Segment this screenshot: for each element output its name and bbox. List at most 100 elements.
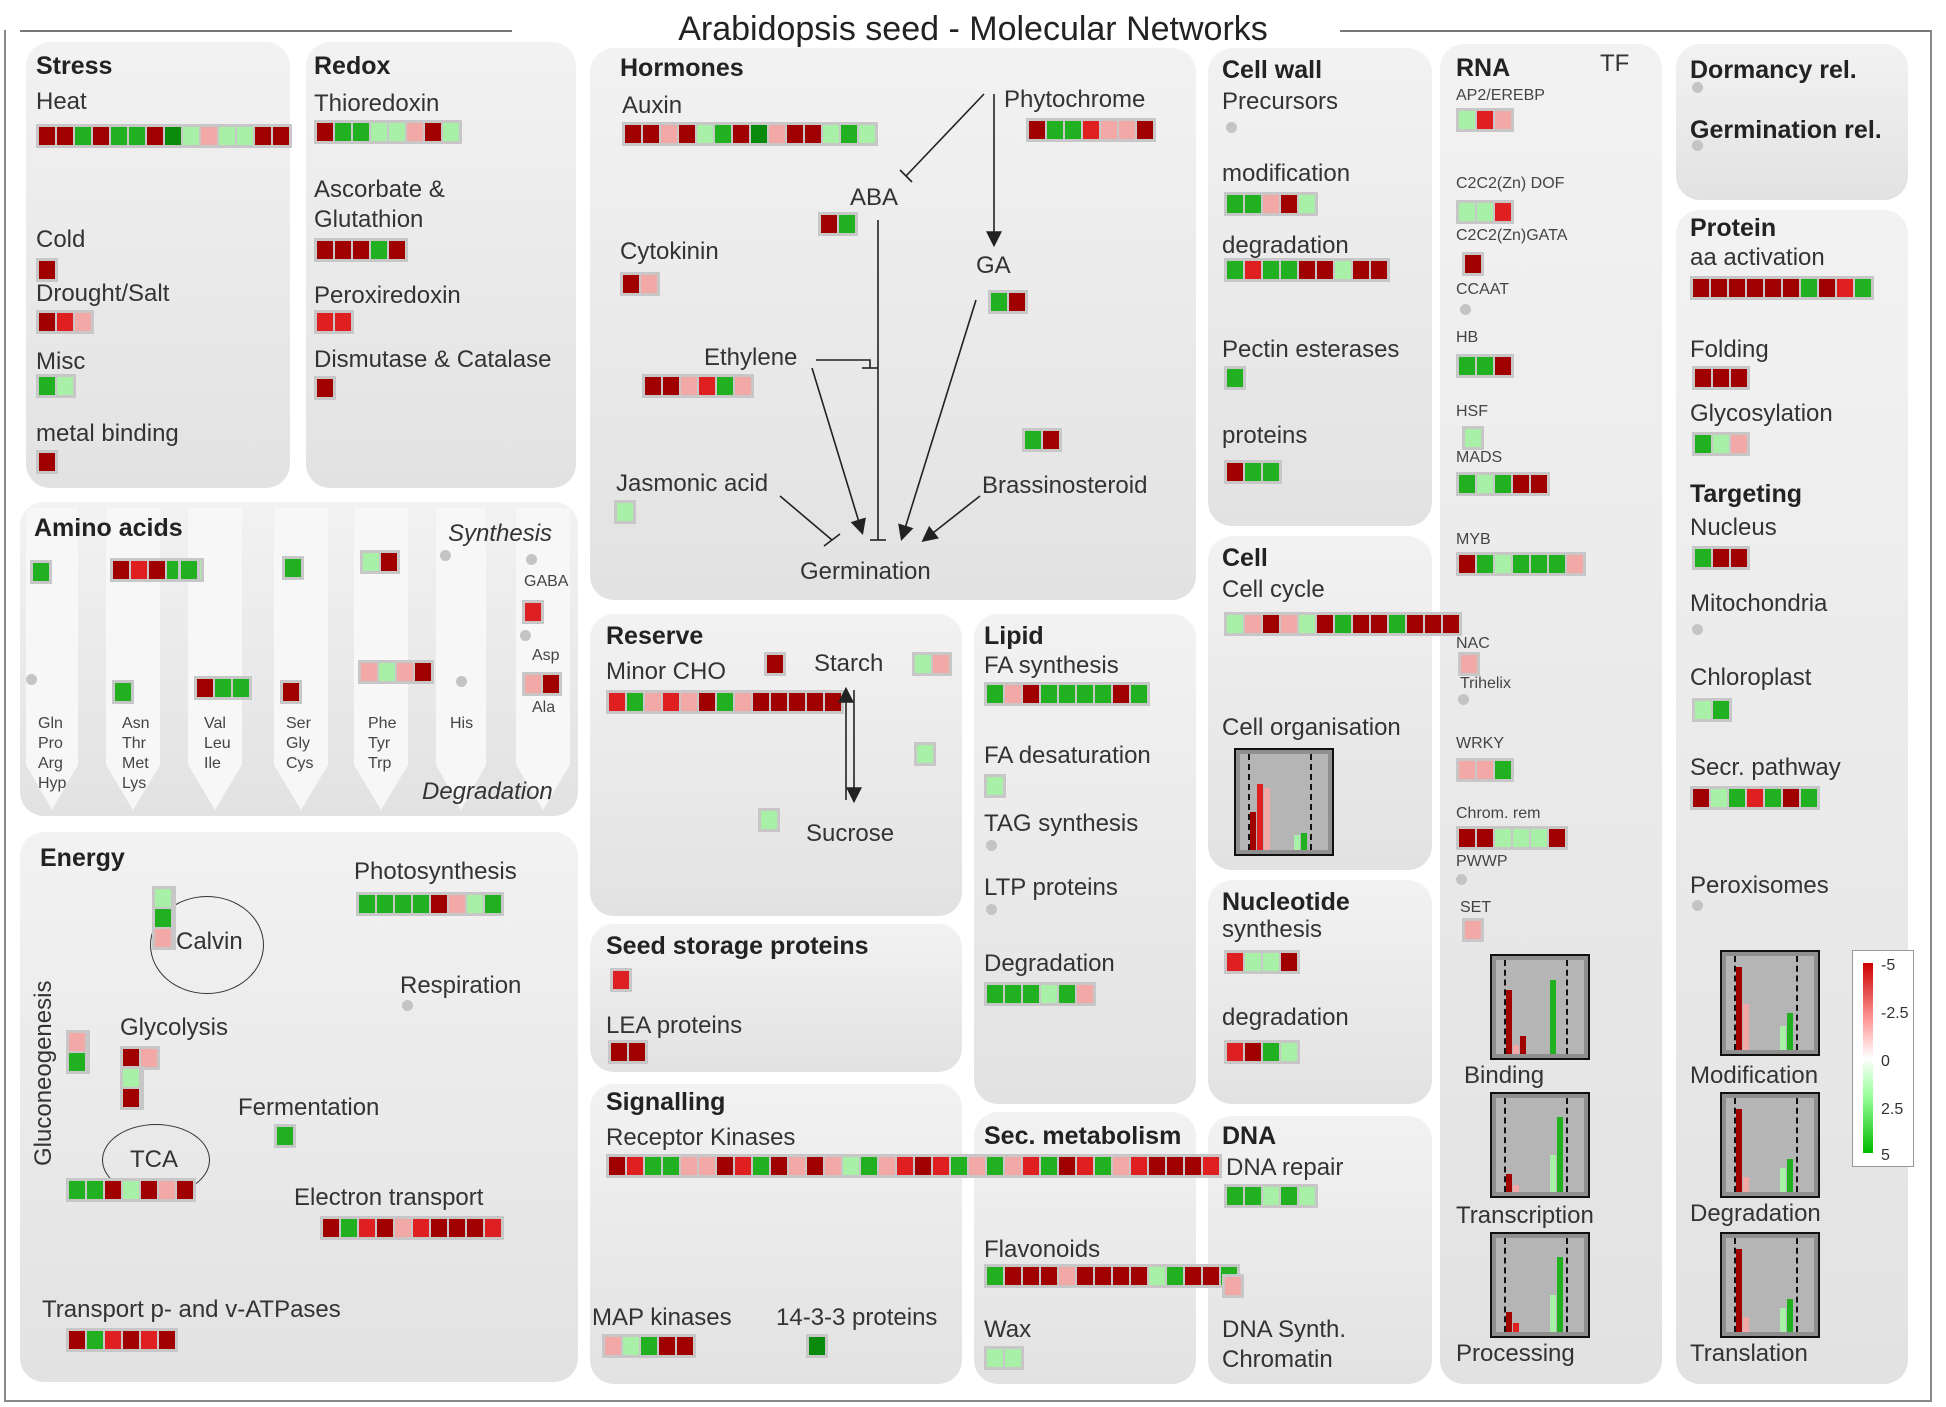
redox-title: Redox <box>314 52 391 80</box>
heatmap-cell <box>1185 1157 1201 1175</box>
plot-bar <box>1550 980 1556 1054</box>
heatmap-cell <box>879 1157 895 1175</box>
hormone-ethylene-label: Ethylene <box>704 344 798 371</box>
diagram-title: Arabidopsis seed - Molecular Networks <box>678 10 1268 48</box>
heatmap-cell <box>1695 435 1711 453</box>
strip-dismutase <box>314 376 336 400</box>
strip-lea <box>608 1040 648 1064</box>
aa-phe: Phe <box>368 715 397 732</box>
heatmap-cell <box>1113 685 1129 703</box>
heatmap-cell <box>1005 1349 1021 1367</box>
plot-bar <box>1736 1249 1742 1332</box>
aa-his: His <box>450 715 474 732</box>
strip-misc <box>36 374 76 398</box>
redox-peroxiredoxin-label: Peroxiredoxin <box>314 282 461 309</box>
heatmap-cell <box>131 561 147 579</box>
peroxisomes-dot <box>1692 900 1703 911</box>
panel-dormancy <box>1676 44 1908 200</box>
plot-threshold-line <box>1504 1098 1506 1192</box>
plot-bar <box>1743 1177 1749 1192</box>
lipid-title: Lipid <box>984 622 1044 650</box>
heatmap-cell <box>1335 261 1351 279</box>
cellwall-modification-label: modification <box>1222 160 1351 187</box>
heatmap-cell <box>1041 1267 1057 1285</box>
heatmap-cell <box>1459 475 1475 493</box>
protein-aa-activation-label: aa activation <box>1690 244 1825 271</box>
aa-pro: Pro <box>38 735 63 752</box>
plot-threshold-line <box>1734 1098 1736 1192</box>
heatmap-cell <box>1101 121 1117 139</box>
heatmap-cell <box>617 503 633 521</box>
germination-rel-label: Germination rel. <box>1690 116 1882 144</box>
rna-chromrem-label: Chrom. rem <box>1456 805 1541 822</box>
heatmap-cell <box>1713 435 1729 453</box>
heatmap-cell <box>87 1181 103 1199</box>
heatmap-cell <box>825 1157 841 1175</box>
plot-bar <box>1780 1308 1786 1332</box>
strip-aa-1 <box>30 560 52 584</box>
heatmap-cell <box>1029 121 1045 139</box>
heatmap-cell <box>1227 195 1243 213</box>
rna-set-label: SET <box>1460 899 1492 916</box>
plot-transcription <box>1490 1092 1590 1198</box>
secmet-flavonoids-label: Flavonoids <box>984 1236 1101 1263</box>
cell-title: Cell <box>1222 544 1268 572</box>
heatmap-cell <box>1317 261 1333 279</box>
rna-wrky-label: WRKY <box>1456 735 1504 752</box>
heatmap-cell <box>1461 655 1477 673</box>
heatmap-cell <box>809 1337 825 1355</box>
heatmap-cell <box>1023 685 1039 703</box>
strip-brassinosteroid <box>1022 428 1062 452</box>
legend-tick: 2.5 <box>1881 1101 1904 1118</box>
protein-title: Protein <box>1690 214 1777 242</box>
protein-degradation-label: Degradation <box>1690 1200 1821 1227</box>
strip-ala <box>522 672 562 696</box>
cell-cycle-label: Cell cycle <box>1222 576 1325 603</box>
aa-lys: Lys <box>122 775 147 792</box>
heatmap-cell <box>1263 195 1279 213</box>
heatmap-cell <box>1047 121 1063 139</box>
reserve-sucrose-label: Sucrose <box>806 820 895 847</box>
heatmap-cell <box>353 123 369 141</box>
heatmap-cell <box>1459 203 1475 221</box>
stress-metal-label: metal binding <box>36 420 179 447</box>
heatmap-cell <box>467 895 483 913</box>
heatmap-cell <box>1747 279 1763 297</box>
heatmap-cell <box>105 1331 121 1349</box>
heatmap-cell <box>1855 279 1871 297</box>
rna-mads-label: MADS <box>1456 449 1503 466</box>
dna-synth-label: DNA Synth. <box>1222 1316 1347 1343</box>
heatmap-cell <box>861 1157 877 1175</box>
heatmap-cell <box>335 123 351 141</box>
heatmap-cell <box>807 1157 823 1175</box>
heatmap-cell <box>821 215 837 233</box>
heatmap-cell <box>663 693 679 711</box>
heatmap-cell <box>155 889 171 907</box>
asp-dot <box>520 630 531 641</box>
strip-drought <box>36 310 94 334</box>
heatmap-cell <box>1299 1187 1315 1205</box>
amino-asp-label: Asp <box>532 647 560 664</box>
heatmap-cell <box>1043 431 1059 449</box>
heatmap-cell <box>323 1219 339 1237</box>
cell-organisation-label: Cell organisation <box>1222 714 1401 741</box>
heatmap-cell <box>69 1033 85 1051</box>
heatmap-cell <box>735 693 751 711</box>
panel-nucleotide <box>1208 880 1432 1104</box>
amino-synthesis-label: Synthesis <box>448 520 553 547</box>
panel-redox <box>306 42 576 488</box>
stress-title: Stress <box>36 52 113 80</box>
heatmap-cell <box>1041 685 1057 703</box>
heatmap-cell <box>237 127 253 145</box>
heatmap-cell <box>39 453 55 471</box>
plot-bar <box>1743 1004 1749 1050</box>
strip-calvin <box>152 886 176 950</box>
heatmap-cell <box>761 811 777 829</box>
rna-gata-label: C2C2(Zn)GATA <box>1456 227 1568 244</box>
heatmap-cell <box>645 377 661 395</box>
heatmap-cell <box>149 561 165 579</box>
heatmap-cell <box>177 1181 193 1199</box>
heatmap-cell <box>381 553 397 571</box>
tag-dot <box>986 840 997 851</box>
cellwall-precursors-dot <box>1226 122 1237 133</box>
